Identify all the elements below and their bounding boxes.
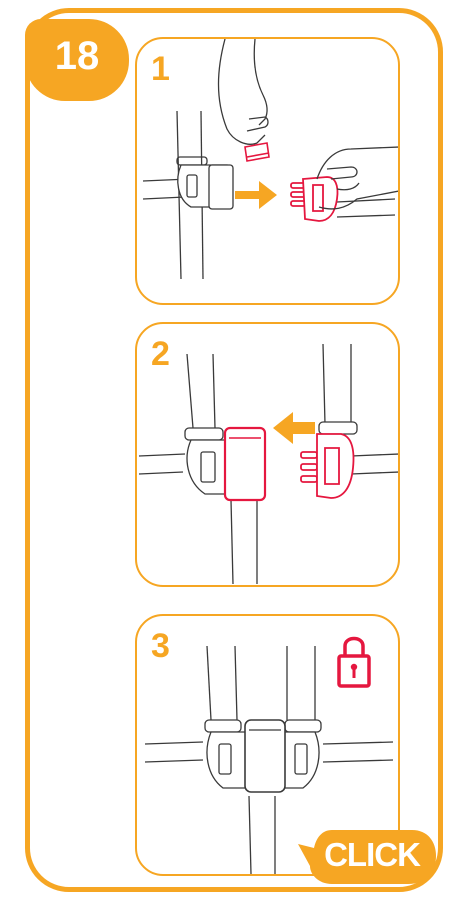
click-label: CLICK — [324, 836, 421, 873]
click-bubble — [298, 830, 436, 884]
hand-icon — [217, 39, 269, 145]
step-badge — [25, 19, 129, 101]
panel-step-1: 1 — [135, 37, 400, 305]
outer-frame — [25, 8, 443, 892]
panel-step-2: 2 — [135, 322, 400, 587]
panel-2-number: 2 — [151, 335, 170, 373]
panel-2-illustration — [138, 343, 398, 585]
arrow-left-icon — [273, 412, 315, 444]
panel-3-illustration — [144, 636, 394, 874]
panel-1-illustration — [142, 39, 398, 280]
arrow-right-icon — [235, 181, 277, 209]
panel-1-number: 1 — [151, 50, 170, 88]
panel-3-number: 3 — [151, 627, 170, 665]
step-number: 18 — [54, 34, 100, 78]
padlock-icon — [337, 636, 371, 688]
panel-step-3: 3 — [135, 614, 400, 876]
